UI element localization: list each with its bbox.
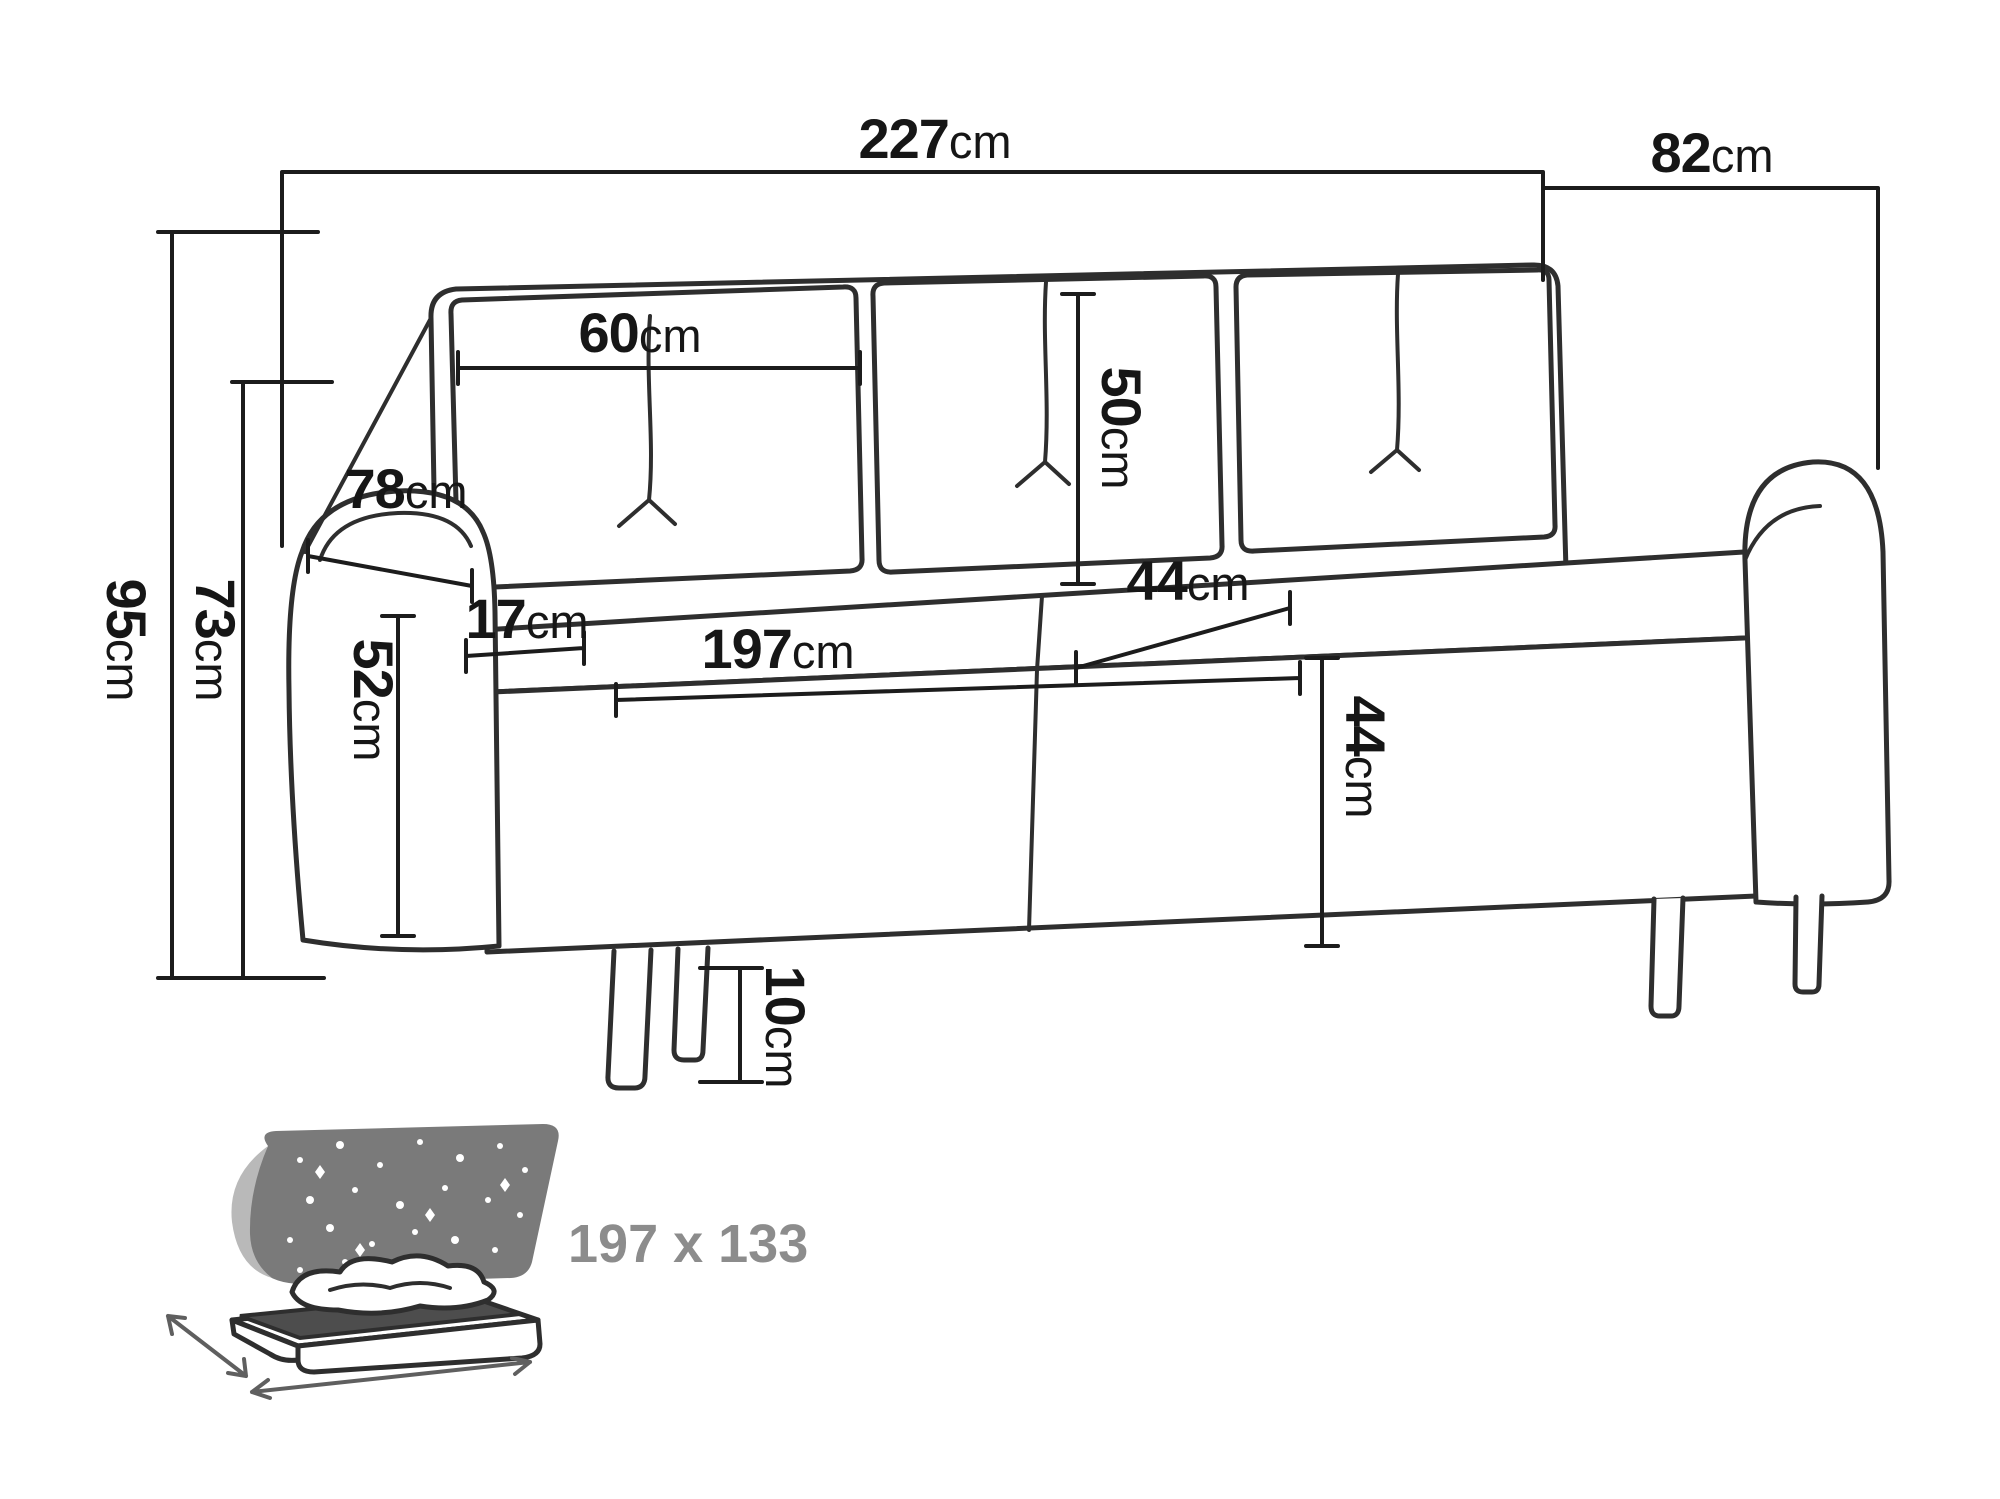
dim-cushion-height: 50cm	[1060, 292, 1153, 586]
moon-crescent	[231, 1146, 272, 1278]
dim-cushion-height-label: 50cm	[1090, 367, 1153, 490]
dim-seat-depth-lines	[1074, 590, 1292, 686]
dim-arm-width: 17cm	[464, 587, 589, 674]
dimension-annotations: 227cm 82cm 95cm 73cm 60cm 50cm 78cm	[95, 107, 1880, 1089]
dim-leg-height-lines	[698, 966, 764, 1084]
dim-seat-height-label: 44cm	[1334, 696, 1397, 819]
dim-cushion-height-lines	[1060, 292, 1096, 586]
dim-arm-depth-label: 78cm	[345, 457, 468, 520]
dim-seat-height: 44cm	[1304, 656, 1397, 948]
pillow	[289, 1253, 497, 1316]
dim-arm-depth-lines	[306, 538, 474, 604]
dim-seat-depth: 44cm	[1074, 549, 1292, 686]
dim-seat-depth-label: 44cm	[1127, 549, 1250, 612]
dim-arm-width-lines	[464, 630, 586, 674]
dim-seat-width: 197cm	[614, 617, 1302, 718]
leg-front-left-rear	[671, 945, 711, 1063]
dim-cushion-width-label: 60cm	[579, 301, 702, 364]
dim-total-width-label: 227cm	[858, 107, 1011, 170]
dim-total-height: 95cm	[95, 230, 326, 980]
mattress-side	[229, 1317, 301, 1363]
sleeping-function-icon	[166, 1124, 559, 1400]
dim-back-height-lines	[230, 380, 334, 980]
dim-arm-height-lines	[380, 614, 416, 938]
dim-seat-height-lines	[1304, 656, 1340, 948]
seat-middle-seam	[1027, 594, 1044, 932]
leg-front-left	[605, 947, 654, 1091]
dim-arm-depth: 78cm	[306, 457, 474, 604]
back-cushion-right	[1233, 267, 1558, 554]
dim-seat-width-label: 197cm	[701, 617, 854, 680]
dim-seat-width-lines	[614, 660, 1302, 718]
back-cushion-left-crease	[617, 314, 677, 528]
dim-back-height-label: 73cm	[184, 579, 247, 702]
back-cushion-right-crease	[1369, 272, 1421, 474]
left-side-top-edge	[303, 316, 433, 554]
dim-cushion-width: 60cm	[456, 301, 862, 386]
back-cushion-middle-crease	[1015, 280, 1071, 488]
left-arm-roll-line	[318, 510, 473, 562]
sleeping-area-size: 197 x 133	[568, 1214, 808, 1274]
dim-arm-height-label: 52cm	[342, 639, 405, 762]
mattress-front	[295, 1317, 543, 1375]
dim-cushion-width-lines	[456, 350, 862, 386]
dim-leg-height: 10cm	[698, 966, 817, 1089]
dim-total-depth: 82cm	[1541, 121, 1880, 470]
dim-total-height-label: 95cm	[95, 579, 158, 702]
pillow-crease	[328, 1281, 452, 1292]
left-arm	[286, 488, 502, 953]
sofa-drawing	[286, 262, 1892, 1091]
right-arm-roll-line	[1743, 504, 1822, 562]
width-arrow	[166, 1314, 248, 1378]
leg-right-front	[1648, 895, 1686, 1019]
length-arrow	[250, 1356, 532, 1400]
dim-leg-height-label: 10cm	[754, 966, 817, 1089]
dim-arm-width-label: 17cm	[466, 587, 589, 650]
back-cushion-left	[448, 284, 865, 591]
right-arm	[1742, 459, 1892, 907]
dim-arm-height: 52cm	[342, 614, 416, 938]
dim-back-height: 73cm	[184, 380, 334, 980]
leg-right-rear	[1792, 893, 1825, 995]
dim-total-width: 227cm	[280, 107, 1545, 548]
dim-total-depth-lines	[1541, 186, 1880, 470]
dim-total-depth-label: 82cm	[1651, 121, 1774, 184]
